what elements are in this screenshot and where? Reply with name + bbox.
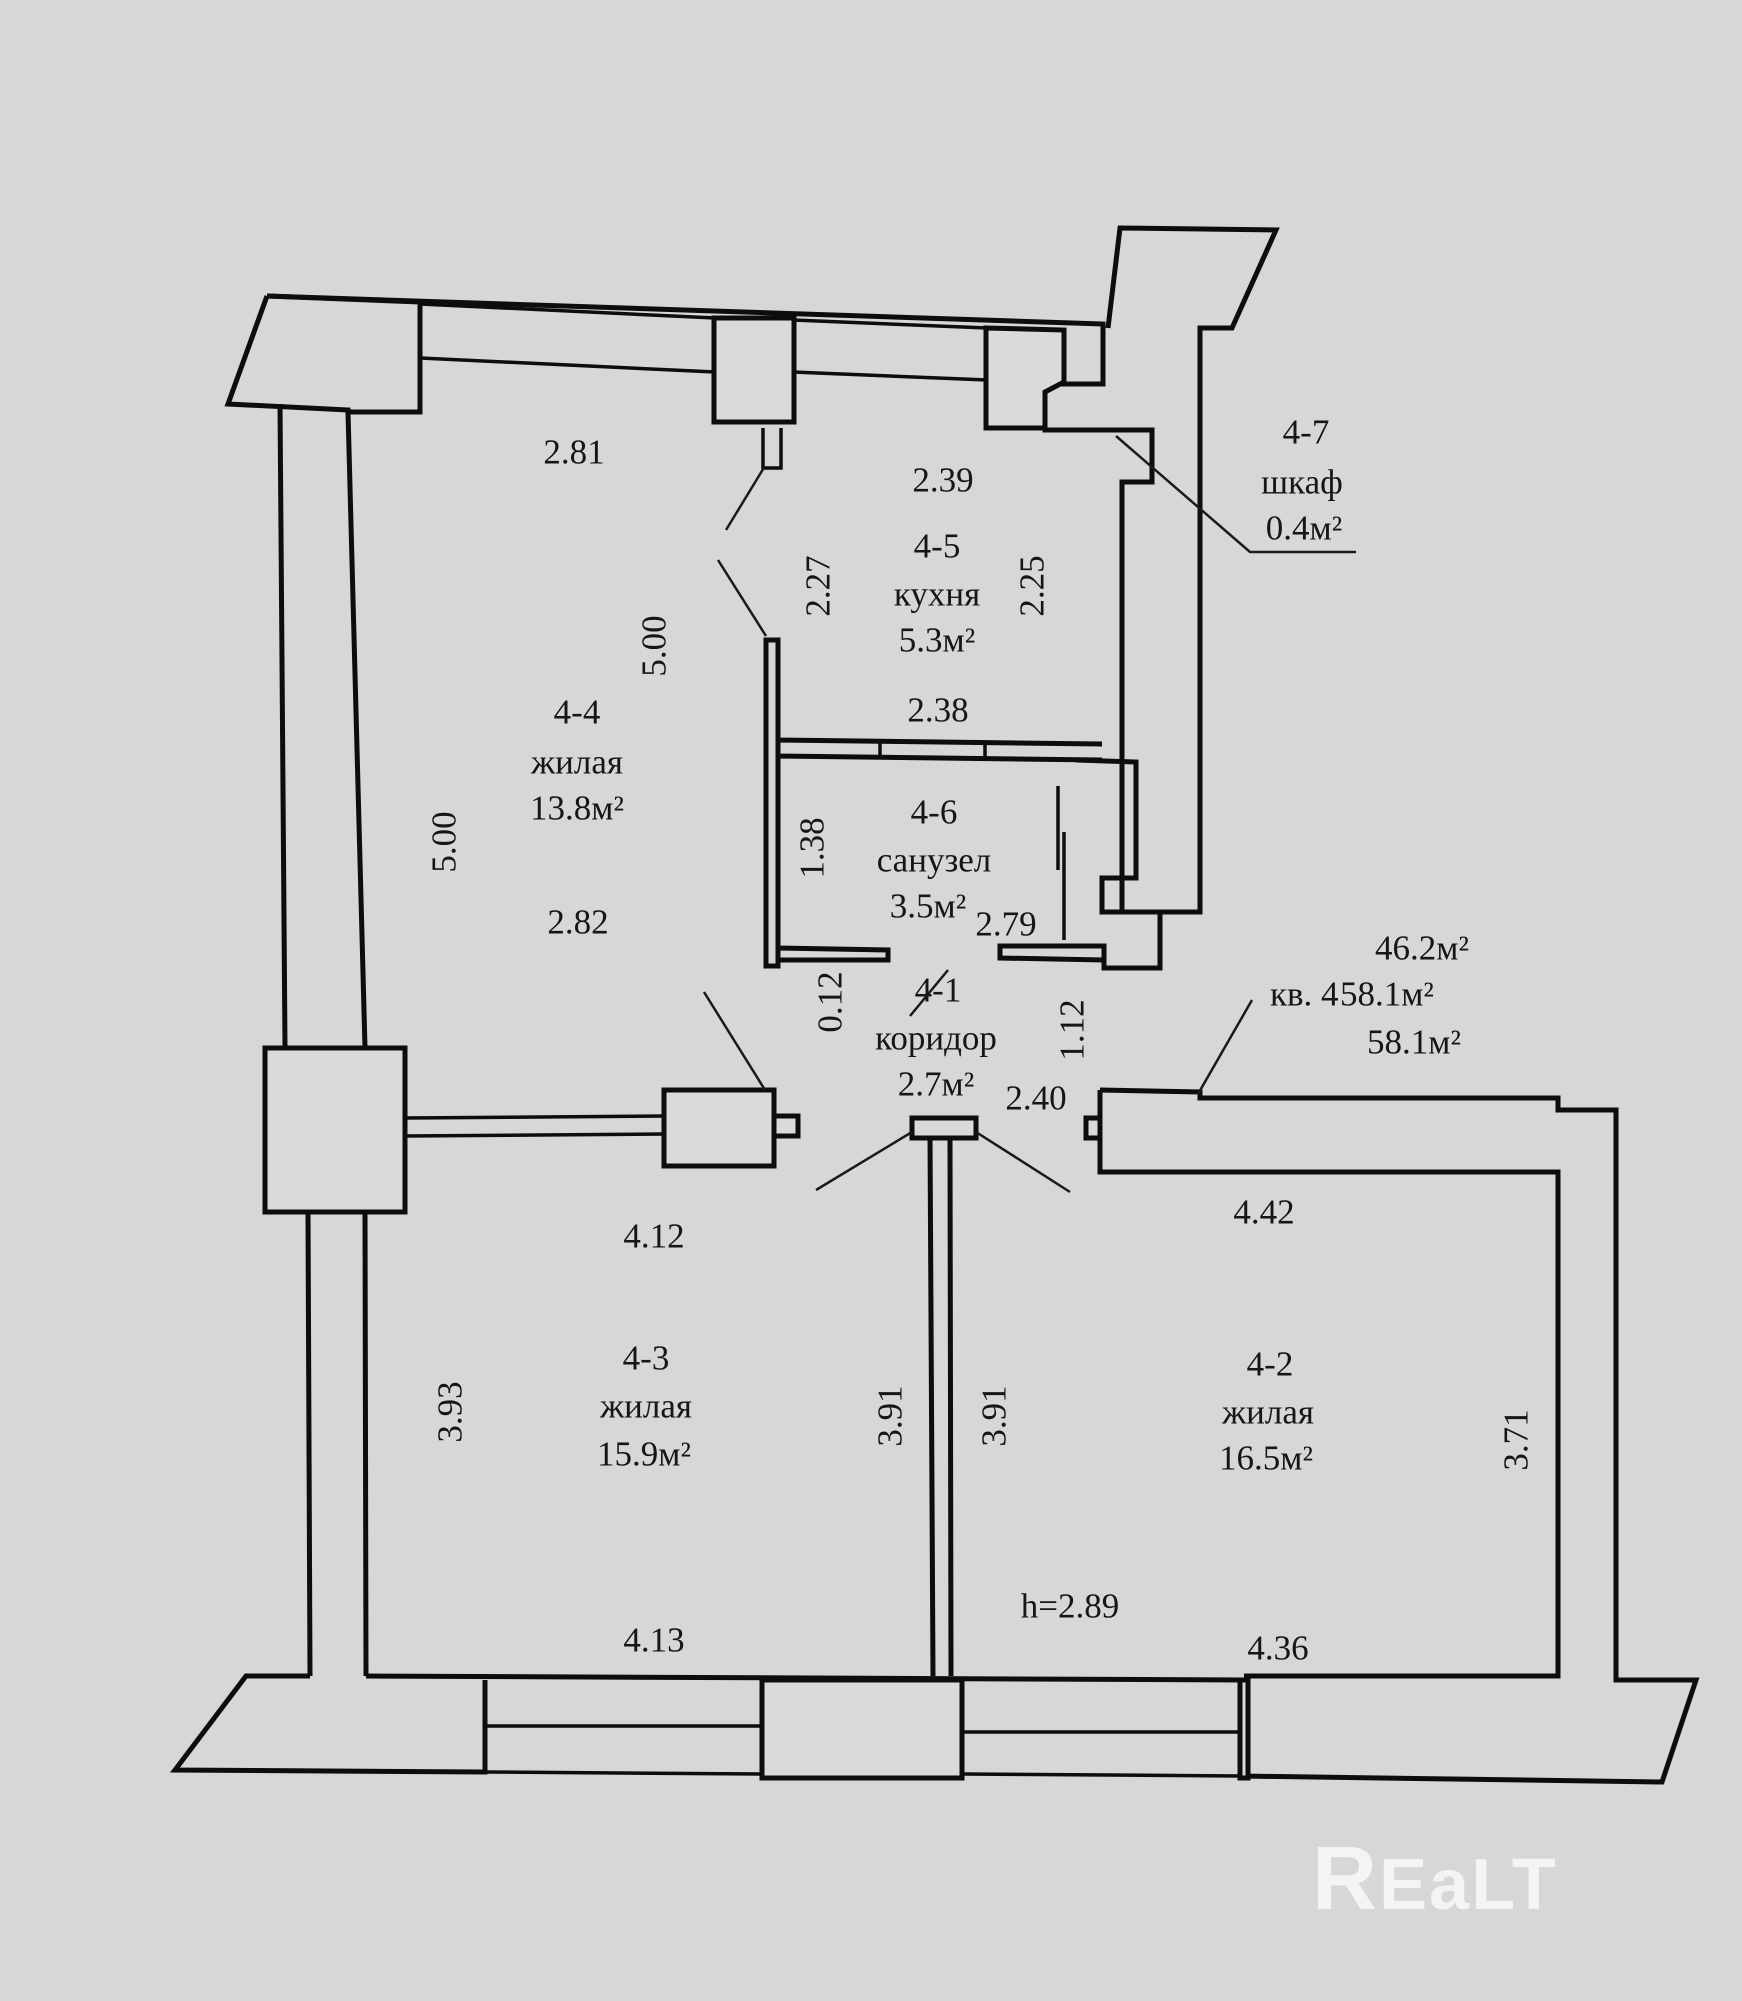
top-left-corner	[224, 293, 423, 415]
dim-3-91-right: 3.91	[974, 1385, 1014, 1447]
room-4-3-area: 15.9м²	[597, 1434, 691, 1474]
left-window	[404, 1114, 666, 1138]
room-4-4-area: 13.8м²	[530, 788, 624, 828]
room-4-6-area: 3.5м²	[889, 886, 967, 926]
dim-4-12: 4.12	[623, 1216, 685, 1256]
room-4-2-area: 16.5м²	[1219, 1438, 1313, 1478]
bottom-exterior-wall	[170, 1673, 1245, 1775]
room-4-4-id: 4-4	[553, 692, 601, 732]
dim-0-12: 0.12	[810, 971, 850, 1033]
bath-fixture	[1056, 786, 1066, 940]
realt-logo: REaLT	[1312, 1828, 1558, 1931]
door-swing-lines	[702, 435, 1356, 1194]
middle-partition	[927, 1135, 954, 1677]
bottom-pier-1	[759, 1677, 965, 1781]
room-4-7-id: 4-7	[1282, 412, 1330, 452]
living-area-total: 46.2м²	[1375, 928, 1469, 968]
dim-2-38: 2.38	[907, 690, 969, 730]
dim-2-79: 2.79	[975, 904, 1037, 944]
dim-2-81: 2.81	[543, 432, 605, 472]
ceiling-height: h=2.89	[1020, 1586, 1120, 1626]
dim-5-00-top: 5.00	[634, 615, 674, 677]
corridor-door-header	[909, 1115, 979, 1141]
room-4-3-id: 4-3	[622, 1338, 670, 1378]
left-exterior-wall	[262, 403, 408, 1677]
room-4-2-id: 4-2	[1246, 1344, 1294, 1384]
apartment-number: кв. 4	[1270, 974, 1339, 1014]
room-4-6-type: санузел	[876, 840, 992, 880]
dim-3-71: 3.71	[1496, 1409, 1536, 1471]
dim-4-13: 4.13	[623, 1620, 685, 1660]
dim-2-25: 2.25	[1012, 555, 1052, 617]
dim-2-82: 2.82	[547, 902, 609, 942]
room-4-7-type: шкаф	[1261, 462, 1343, 502]
room-4-2-type: жилая	[1221, 1392, 1315, 1432]
dim-5-00-left: 5.00	[424, 811, 464, 873]
bottom-window-right	[962, 1730, 1241, 1778]
dim-3-93: 3.93	[430, 1381, 470, 1443]
apartment-total-area-2: 58.1м²	[1367, 1022, 1461, 1062]
room-4-4-type: жилая	[530, 742, 624, 782]
logo-letter: R	[1312, 1829, 1379, 1929]
room-4-5-id: 4-5	[913, 526, 961, 566]
room-4-5-area: 5.3м²	[898, 620, 976, 660]
bath-door-marks	[878, 742, 987, 760]
room-4-6-id: 4-6	[910, 792, 958, 832]
left-partition-stub	[771, 1113, 801, 1139]
dim-4-36: 4.36	[1247, 1628, 1309, 1668]
dim-2-27: 2.27	[798, 555, 838, 617]
logo-rest: EaLT	[1379, 1845, 1558, 1925]
top-pier-2	[983, 325, 1067, 431]
top-pier-1	[711, 315, 797, 425]
bottom-pier-2	[1237, 1677, 1251, 1781]
dim-2-39: 2.39	[912, 460, 974, 500]
top-window-right	[792, 318, 988, 382]
room-4-2-door-stub	[1083, 1115, 1103, 1141]
room-4-1-type: коридор	[875, 1018, 997, 1058]
room-4-2-walls	[1097, 1087, 1700, 1785]
top-exterior-wall	[266, 225, 1280, 915]
bath-east-wall	[997, 757, 1163, 971]
bottom-window-left	[484, 1724, 763, 1776]
left-pier	[262, 1045, 408, 1215]
top-window-left	[419, 302, 716, 374]
room-4-7-area: 0.4м²	[1265, 508, 1343, 548]
kitchen-vent	[761, 428, 783, 470]
room-4-5-type: кухня	[893, 574, 981, 614]
apartment-total-area: 58.1м²	[1340, 974, 1434, 1014]
dim-2-40: 2.40	[1005, 1078, 1067, 1118]
room-4-3-type: жилая	[599, 1386, 693, 1426]
dim-1-38: 1.38	[792, 817, 832, 879]
room-4-1-area: 2.7м²	[897, 1064, 975, 1104]
left-partition-block	[661, 1087, 777, 1169]
dim-4-42: 4.42	[1233, 1192, 1295, 1232]
kitchen-bath-partition	[763, 637, 1103, 969]
room-4-1-id: 4-1	[914, 970, 962, 1010]
dim-3-91-left: 3.91	[870, 1385, 910, 1447]
dim-1-12: 1.12	[1052, 999, 1092, 1061]
